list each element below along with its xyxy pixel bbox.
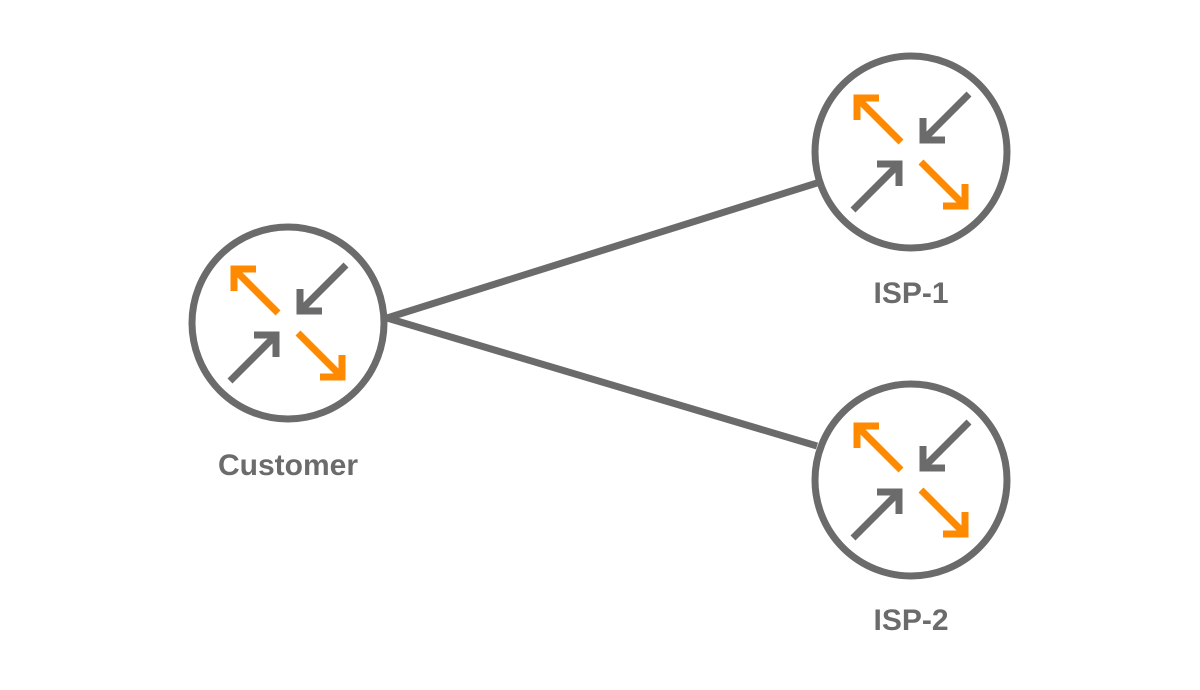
isp2-router: ISP-2: [811, 380, 1011, 637]
node-label-isp2: ISP-2: [873, 604, 948, 637]
router-circle: [811, 380, 1011, 580]
node-label-customer: Customer: [218, 449, 358, 482]
node-label-isp1: ISP-1: [873, 277, 948, 310]
router-circle: [811, 52, 1011, 252]
router-icon: [850, 91, 972, 213]
link-customer-isp2: [386, 314, 818, 450]
customer-router: Customer: [188, 223, 388, 482]
router-circle: [188, 223, 388, 423]
router-icon: [850, 419, 972, 541]
isp1-router: ISP-1: [811, 52, 1011, 310]
link-customer-isp1: [385, 179, 819, 322]
router-icon: [227, 262, 349, 384]
